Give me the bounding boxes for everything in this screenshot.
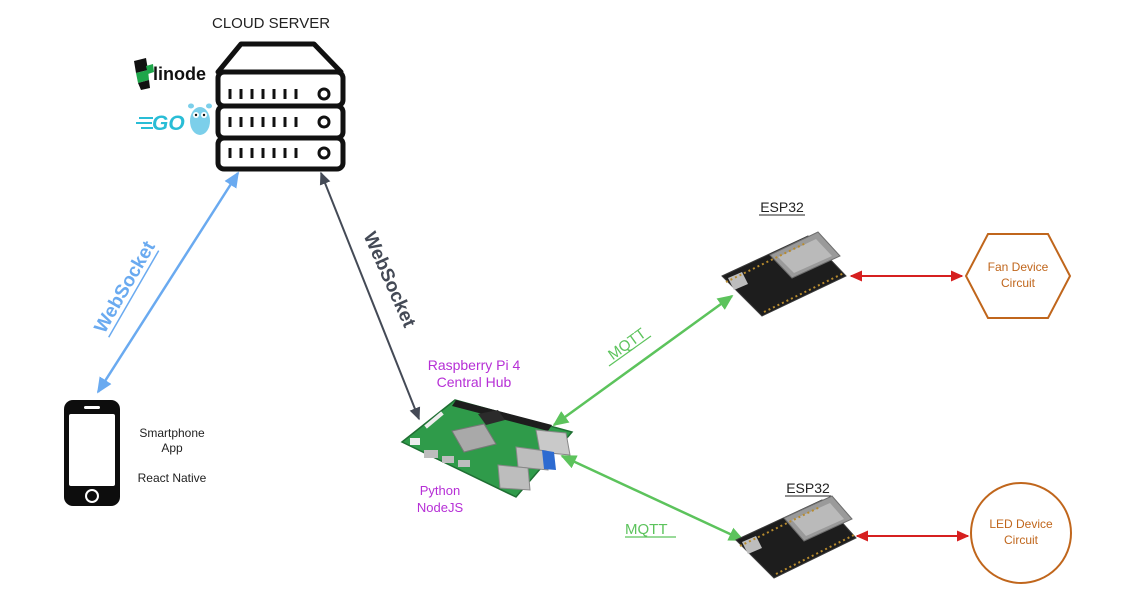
pi-title-line1: Raspberry Pi 4 bbox=[428, 357, 521, 373]
smartphone-label-line2: App bbox=[161, 441, 183, 455]
pi-esp-bottom-mqtt-label: MQTT bbox=[625, 521, 668, 538]
pi-title-line2: Central Hub bbox=[437, 374, 512, 390]
pi-esp-top-mqtt-label: MQTT bbox=[605, 325, 649, 364]
cloud-server-title: CLOUD SERVER bbox=[212, 15, 330, 32]
phone-cloud-websocket-arrow bbox=[96, 171, 240, 394]
pi-sub-line2: NodeJS bbox=[417, 500, 464, 515]
smartphone-icon bbox=[64, 400, 120, 506]
fan-device-hexagon bbox=[964, 233, 1072, 319]
smartphone-label-line1: Smartphone bbox=[139, 426, 205, 440]
pi-esp-top-mqtt-underline bbox=[608, 335, 652, 367]
go-logo-text: GO bbox=[152, 112, 185, 135]
linode-logo-icon: linode bbox=[134, 58, 206, 90]
server-rack-icon bbox=[215, 41, 346, 172]
raspberry-pi-board-icon bbox=[400, 399, 574, 498]
fan-device-label-line1: Fan Device bbox=[988, 260, 1049, 274]
esp32-top-board-icon bbox=[721, 231, 847, 317]
pi-esp-top-mqtt-arrow bbox=[552, 294, 734, 427]
led-device-circle bbox=[970, 482, 1072, 584]
esp-bottom-label: ESP32 bbox=[786, 480, 830, 496]
pi-cloud-websocket-arrow bbox=[319, 171, 421, 421]
pi-esp-bottom-mqtt-arrow bbox=[560, 454, 745, 542]
phone-cloud-websocket-underline bbox=[108, 250, 160, 338]
fan-device-label-line2: Circuit bbox=[1001, 276, 1036, 290]
led-device-label-line1: LED Device bbox=[989, 517, 1053, 531]
led-device-label-line2: Circuit bbox=[1004, 533, 1039, 547]
esp-top-label: ESP32 bbox=[760, 199, 804, 215]
go-gopher-logo-icon: GO bbox=[136, 103, 212, 135]
phone-cloud-websocket-label: WebSocket bbox=[91, 237, 161, 336]
pi-sub-line1: Python bbox=[420, 483, 460, 498]
esp32-bottom-board-icon bbox=[735, 495, 857, 579]
pi-cloud-websocket-label: WebSocket bbox=[359, 229, 420, 331]
linode-logo-text: linode bbox=[153, 64, 206, 84]
smartphone-label-line3: React Native bbox=[138, 471, 207, 485]
